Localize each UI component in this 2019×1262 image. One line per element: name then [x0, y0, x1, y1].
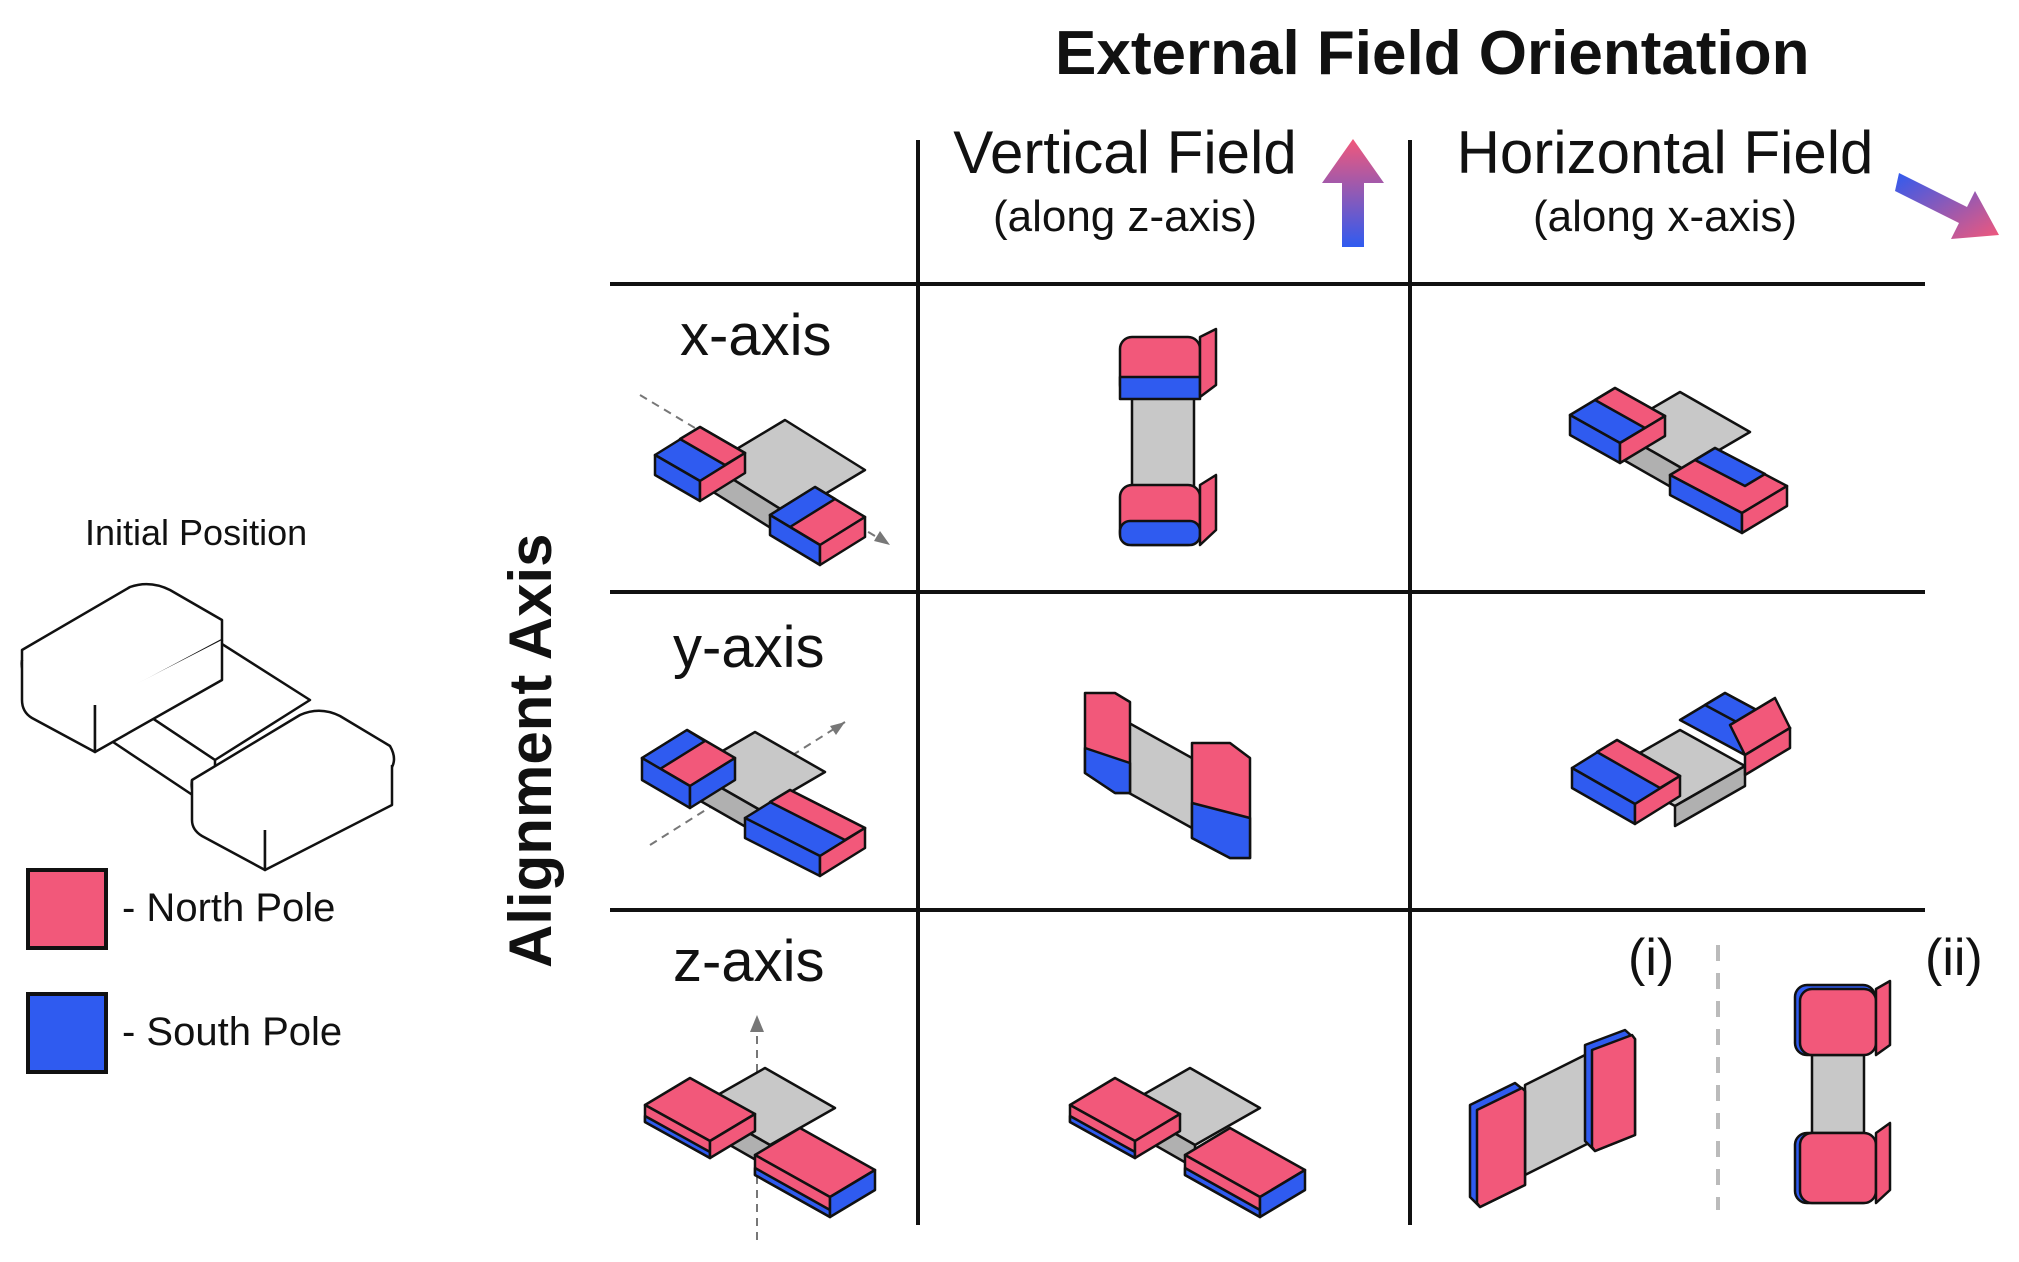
column-title-vertical: Vertical Field	[953, 119, 1297, 186]
south-pole-legend-label: - South Pole	[122, 1010, 343, 1054]
north-pole-swatch	[26, 868, 108, 950]
row-label-z-axis: z-axis	[673, 929, 825, 994]
magnet-y-axis-vertical-field	[1083, 691, 1252, 860]
horizontal-field-arrow-icon	[1895, 173, 1999, 239]
south-pole-swatch	[26, 992, 108, 1074]
sub-case-label-i: (i)	[1628, 929, 1675, 987]
magnet-z-axis-horizontal-field-case-i	[1468, 1028, 1637, 1209]
magnet-x-axis-alignment	[639, 394, 891, 567]
magnet-y-axis-alignment	[640, 721, 867, 878]
column-subtitle-horizontal: (along x-axis)	[1532, 192, 1798, 241]
magnet-z-axis-alignment	[643, 1015, 877, 1240]
magnet-x-axis-vertical-field	[1118, 327, 1218, 547]
diagram-title: External Field Orientation	[1055, 19, 1810, 88]
row-label-y-axis: y-axis	[673, 615, 825, 680]
magnet-z-axis-vertical-field	[1068, 1066, 1307, 1219]
initial-position-magnet-outline	[20, 582, 396, 872]
column-title-horizontal: Horizontal Field	[1456, 119, 1874, 186]
magnet-x-axis-horizontal-field	[1568, 386, 1789, 535]
row-label-x-axis: x-axis	[680, 303, 832, 368]
magnet-y-axis-horizontal-field	[1570, 691, 1792, 828]
vertical-field-arrow-icon	[1322, 139, 1384, 247]
alignment-axis-label: Alignment Axis	[497, 533, 564, 968]
initial-position-label: Initial Position	[85, 512, 308, 553]
column-subtitle-vertical: (along z-axis)	[992, 192, 1258, 241]
magnet-z-axis-horizontal-field-case-ii	[1793, 979, 1892, 1205]
north-pole-legend-label: - North Pole	[122, 886, 336, 930]
sub-case-label-ii: (ii)	[1925, 929, 1983, 987]
